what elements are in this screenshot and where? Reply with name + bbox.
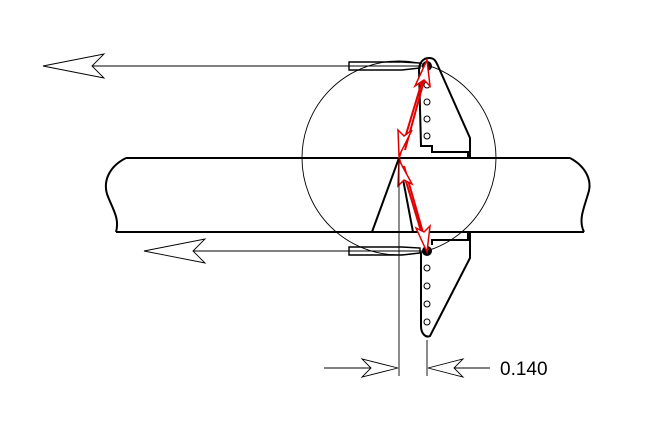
dimension-callout: 0.140 bbox=[324, 358, 548, 380]
lower-link bbox=[143, 238, 424, 264]
dimension-arrowhead-left bbox=[360, 358, 399, 378]
upper-bracket-holes bbox=[423, 81, 431, 140]
dimension-extension-lines bbox=[398, 158, 428, 376]
dimension-label: 0.140 bbox=[500, 359, 548, 380]
red-arrowhead-upper-top bbox=[413, 57, 431, 89]
beam-notch bbox=[371, 157, 414, 233]
upper-link bbox=[42, 53, 424, 79]
red-arrowhead-lower-bottom bbox=[414, 223, 431, 255]
red-arrowhead-upper-bottom bbox=[397, 128, 413, 157]
main-beam bbox=[105, 157, 591, 233]
red-arrowhead-lower-top bbox=[397, 157, 414, 188]
lower-bracket bbox=[420, 232, 471, 338]
force-vectors bbox=[397, 57, 431, 255]
lower-bracket-holes bbox=[423, 264, 431, 326]
dimension-arrowhead-right bbox=[427, 358, 465, 378]
lower-force-arrowhead bbox=[143, 238, 207, 264]
upper-force-arrowhead bbox=[42, 53, 106, 79]
